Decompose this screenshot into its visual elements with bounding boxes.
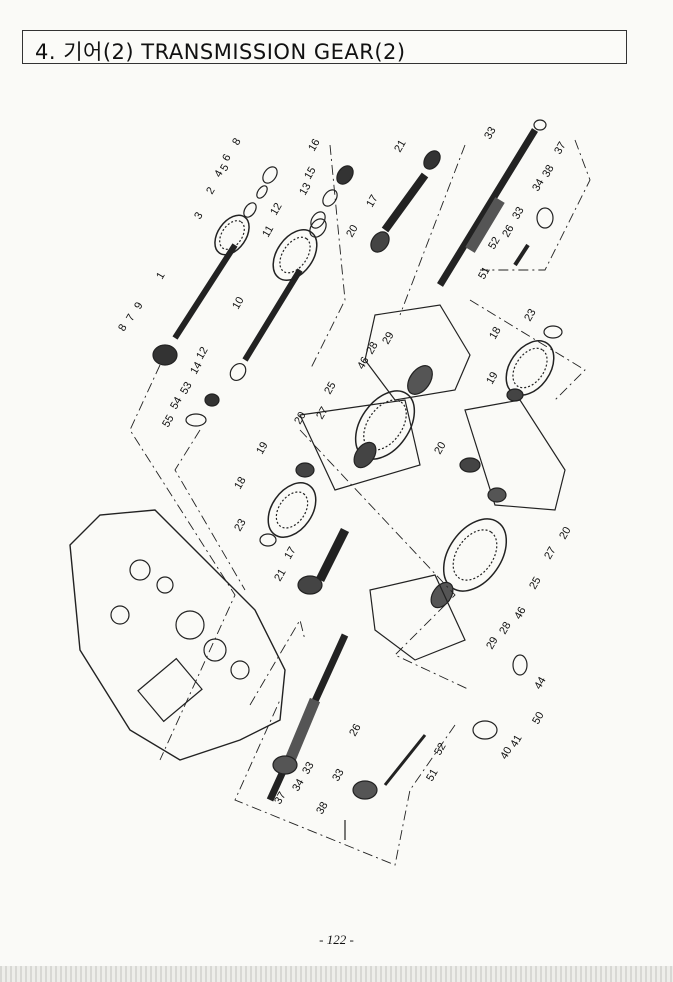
- callout-label: 14: [188, 360, 205, 377]
- callout-label: 11: [260, 224, 276, 240]
- scan-edge: [0, 966, 673, 982]
- page-number: - 122 -: [319, 932, 354, 947]
- callout-label: 8: [230, 136, 243, 147]
- callout-label: 28: [364, 340, 381, 357]
- callout-label: 27: [314, 405, 331, 422]
- shaft-1-assembly: [152, 166, 278, 366]
- callout-label: 46: [355, 355, 372, 372]
- callout-label: 33: [330, 767, 347, 784]
- callout-label: 26: [347, 722, 364, 739]
- callout-label: 10: [230, 295, 247, 312]
- callout-label: 20: [557, 525, 574, 542]
- part-callouts: 8 9 7 1 3 2 4 6 5 8 11 12 16 15 13 10 14…: [116, 125, 574, 817]
- callout-label: 51: [476, 265, 493, 282]
- callout-label: 6: [220, 152, 233, 163]
- callout-label: 9: [132, 300, 145, 311]
- callout-label: 51: [424, 767, 441, 784]
- lower-shaft-assembly: [266, 633, 427, 840]
- callout-label: 46: [512, 605, 529, 622]
- right-upper-gear: [459, 325, 566, 511]
- callout-label: 25: [322, 380, 339, 397]
- callout-label: 53: [178, 380, 195, 397]
- callout-label: 52: [432, 741, 449, 758]
- callout-label: 54: [168, 395, 185, 412]
- callout-label: 15: [302, 165, 319, 182]
- gear-cluster-16: [310, 165, 354, 229]
- title-box: 4. 기어(2) TRANSMISSION GEAR(2): [22, 30, 627, 64]
- callout-label: 29: [380, 330, 397, 347]
- callout-label: 37: [272, 790, 289, 807]
- shaft-33-assembly: [437, 119, 554, 287]
- callout-label: 33: [300, 760, 317, 777]
- callout-label: 28: [497, 620, 514, 637]
- assembly-leader-lines: [129, 139, 591, 866]
- callout-label: 23: [232, 517, 249, 534]
- page-title: 4. 기어(2) TRANSMISSION GEAR(2): [35, 40, 406, 64]
- lower-right-gear: [369, 518, 528, 740]
- middle-left-gears: [259, 462, 350, 595]
- callout-label: 29: [484, 635, 501, 652]
- callout-label: 8: [116, 322, 129, 333]
- callout-label: 34: [290, 777, 307, 794]
- callout-label: 19: [254, 440, 271, 457]
- exploded-parts-diagram: 8 9 7 1 3 2 4 6 5 8 11 12 16 15 13 10 14…: [69, 119, 591, 866]
- callout-label: 13: [297, 181, 314, 198]
- callout-label: 40: [498, 745, 515, 762]
- callout-label: 44: [532, 675, 549, 692]
- callout-label: 41: [508, 733, 525, 750]
- callout-label: 52: [486, 235, 503, 252]
- callout-label: 38: [540, 163, 557, 180]
- callout-label: 17: [364, 193, 381, 210]
- callout-label: 20: [344, 223, 361, 240]
- callout-label: 12: [268, 201, 285, 218]
- callout-label: 55: [160, 413, 177, 430]
- shaft-10-assembly: [185, 218, 327, 427]
- callout-label: 37: [552, 140, 569, 157]
- callout-label: 4: [212, 168, 225, 179]
- callout-label: 1: [154, 270, 167, 281]
- callout-label: 2: [204, 185, 217, 196]
- callout-label: 34: [530, 177, 547, 194]
- callout-label: 20: [432, 440, 449, 457]
- callout-label: 12: [194, 345, 211, 362]
- callout-label: 21: [272, 567, 289, 584]
- callout-label: 18: [232, 475, 249, 492]
- callout-label: 27: [542, 545, 559, 562]
- callout-label: 19: [484, 370, 501, 387]
- gear-cluster-21: [370, 150, 441, 253]
- center-gear-assembly: [299, 304, 471, 491]
- callout-label: 33: [510, 205, 527, 222]
- callout-label: 25: [527, 575, 544, 592]
- callout-label: 23: [522, 307, 539, 324]
- callout-label: 20: [292, 410, 309, 427]
- callout-label: 26: [500, 223, 517, 240]
- callout-label: 16: [306, 137, 323, 154]
- callout-label: 7: [124, 312, 137, 323]
- callout-label: 33: [482, 125, 499, 142]
- callout-label: 50: [530, 710, 547, 727]
- callout-label: 21: [392, 138, 409, 155]
- callout-label: 38: [314, 800, 331, 817]
- callout-label: 17: [282, 545, 299, 562]
- callout-label: 3: [192, 210, 205, 221]
- callout-label: 18: [487, 325, 504, 342]
- callout-label: 5: [218, 162, 231, 173]
